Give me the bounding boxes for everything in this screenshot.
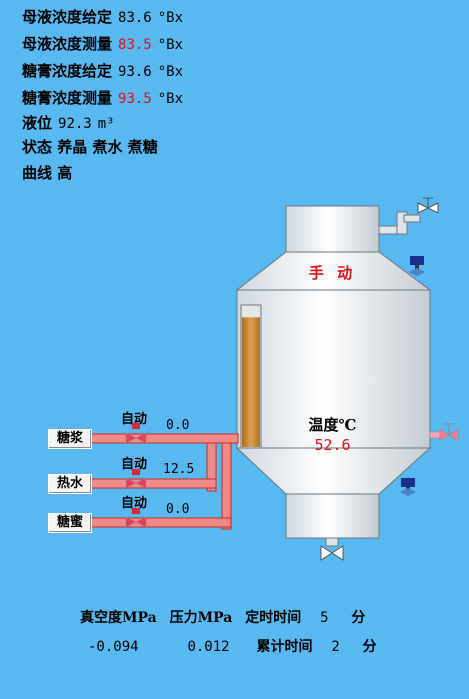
massecuite-setpoint-unit: °Bx — [157, 64, 184, 80]
timer-label: 定时时间 — [245, 610, 302, 626]
molasses-mode-label[interactable]: 自动 — [121, 496, 148, 511]
mother-liquor-measured-value: 83.5 — [118, 37, 152, 53]
vacuum-valve-icon[interactable] — [409, 256, 425, 276]
molasses-source-label: 糖蜜 — [48, 513, 92, 533]
massecuite-measured: 糖膏浓度测量 93.5 °Bx — [22, 89, 183, 108]
massecuite-setpoint-value[interactable]: 93.6 — [118, 64, 152, 80]
massecuite-measured-value: 93.5 — [118, 91, 152, 107]
syrup-mode-label[interactable]: 自动 — [121, 412, 148, 427]
syrup-flow-value: 0.0 — [166, 418, 190, 433]
vacuum-label: 真空度MPa — [80, 610, 157, 626]
bottom-row-values: -0.094 0.012 累计时间 2 分 — [88, 636, 377, 656]
mother-liquor-measured-label: 母液浓度测量 — [22, 35, 113, 53]
vessel-body — [236, 289, 431, 449]
pressure-value: 0.012 — [187, 639, 230, 655]
temperature-value: 52.6 — [314, 436, 351, 454]
temperature-label: 温度℃ — [308, 416, 357, 434]
vapor-outlet-valve-icon[interactable] — [417, 197, 439, 214]
massecuite-setpoint: 糖膏浓度给定 93.6 °Bx — [22, 62, 183, 81]
massecuite-measured-unit: °Bx — [157, 91, 184, 107]
mother-liquor-setpoint: 母液浓度给定 83.6 °Bx — [22, 8, 183, 27]
vessel-mode-label[interactable]: 手 动 — [308, 264, 357, 282]
hot-water-mode-label[interactable]: 自动 — [121, 457, 148, 472]
discharge-valve-icon[interactable] — [320, 537, 344, 561]
elapsed-unit: 分 — [362, 639, 377, 655]
timer-value[interactable]: 5 — [320, 610, 329, 626]
hot-water-flow-value: 12.5 — [163, 462, 195, 477]
feed-pipes — [89, 433, 239, 530]
level-line: 液位 92.3 m³ — [22, 114, 115, 133]
curve-value[interactable]: 高 — [57, 164, 73, 182]
massecuite-setpoint-label: 糖膏浓度给定 — [22, 62, 113, 80]
hot-water-source-label: 热水 — [48, 474, 92, 494]
mother-liquor-setpoint-label: 母液浓度给定 — [22, 8, 113, 26]
timer-unit: 分 — [351, 610, 366, 626]
vessel-top-neck — [285, 205, 380, 253]
mother-liquor-measured: 母液浓度测量 83.5 °Bx — [22, 35, 183, 54]
curve-line: 曲线 高 — [22, 164, 72, 182]
molasses-valve-icon[interactable] — [125, 508, 147, 528]
level-value: 92.3 — [58, 116, 92, 132]
side-outlet-valve-icon[interactable] — [429, 423, 459, 442]
vessel-lower-cone — [235, 447, 432, 495]
elapsed-value: 2 — [331, 639, 340, 655]
vacuum-value: -0.094 — [88, 639, 139, 655]
mother-liquor-setpoint-value[interactable]: 83.6 — [118, 10, 152, 26]
mother-liquor-measured-unit: °Bx — [157, 37, 184, 53]
state-line: 状态 养晶 煮水 煮糖 — [22, 138, 158, 156]
level-unit: m³ — [97, 116, 115, 132]
elapsed-label: 累计时间 — [256, 639, 313, 655]
state-label: 状态 — [22, 138, 53, 156]
pressure-label: 压力MPa — [169, 610, 233, 626]
bottom-row-labels: 真空度MPa 压力MPa 定时时间 5 分 — [80, 607, 365, 627]
mother-liquor-setpoint-unit: °Bx — [157, 10, 184, 26]
vessel-bottom-neck — [285, 493, 380, 539]
level-gauge-fill — [242, 317, 260, 447]
steam-valve-icon[interactable] — [400, 478, 416, 496]
state-steps[interactable]: 养晶 煮水 煮糖 — [57, 138, 158, 156]
molasses-flow-value: 0.0 — [166, 502, 190, 517]
curve-label: 曲线 — [22, 164, 53, 182]
hot-water-valve-icon[interactable] — [125, 469, 147, 489]
syrup-valve-icon[interactable] — [125, 423, 147, 444]
syrup-source-label: 糖浆 — [48, 429, 92, 449]
level-label: 液位 — [22, 114, 53, 132]
massecuite-measured-label: 糖膏浓度测量 — [22, 89, 113, 107]
